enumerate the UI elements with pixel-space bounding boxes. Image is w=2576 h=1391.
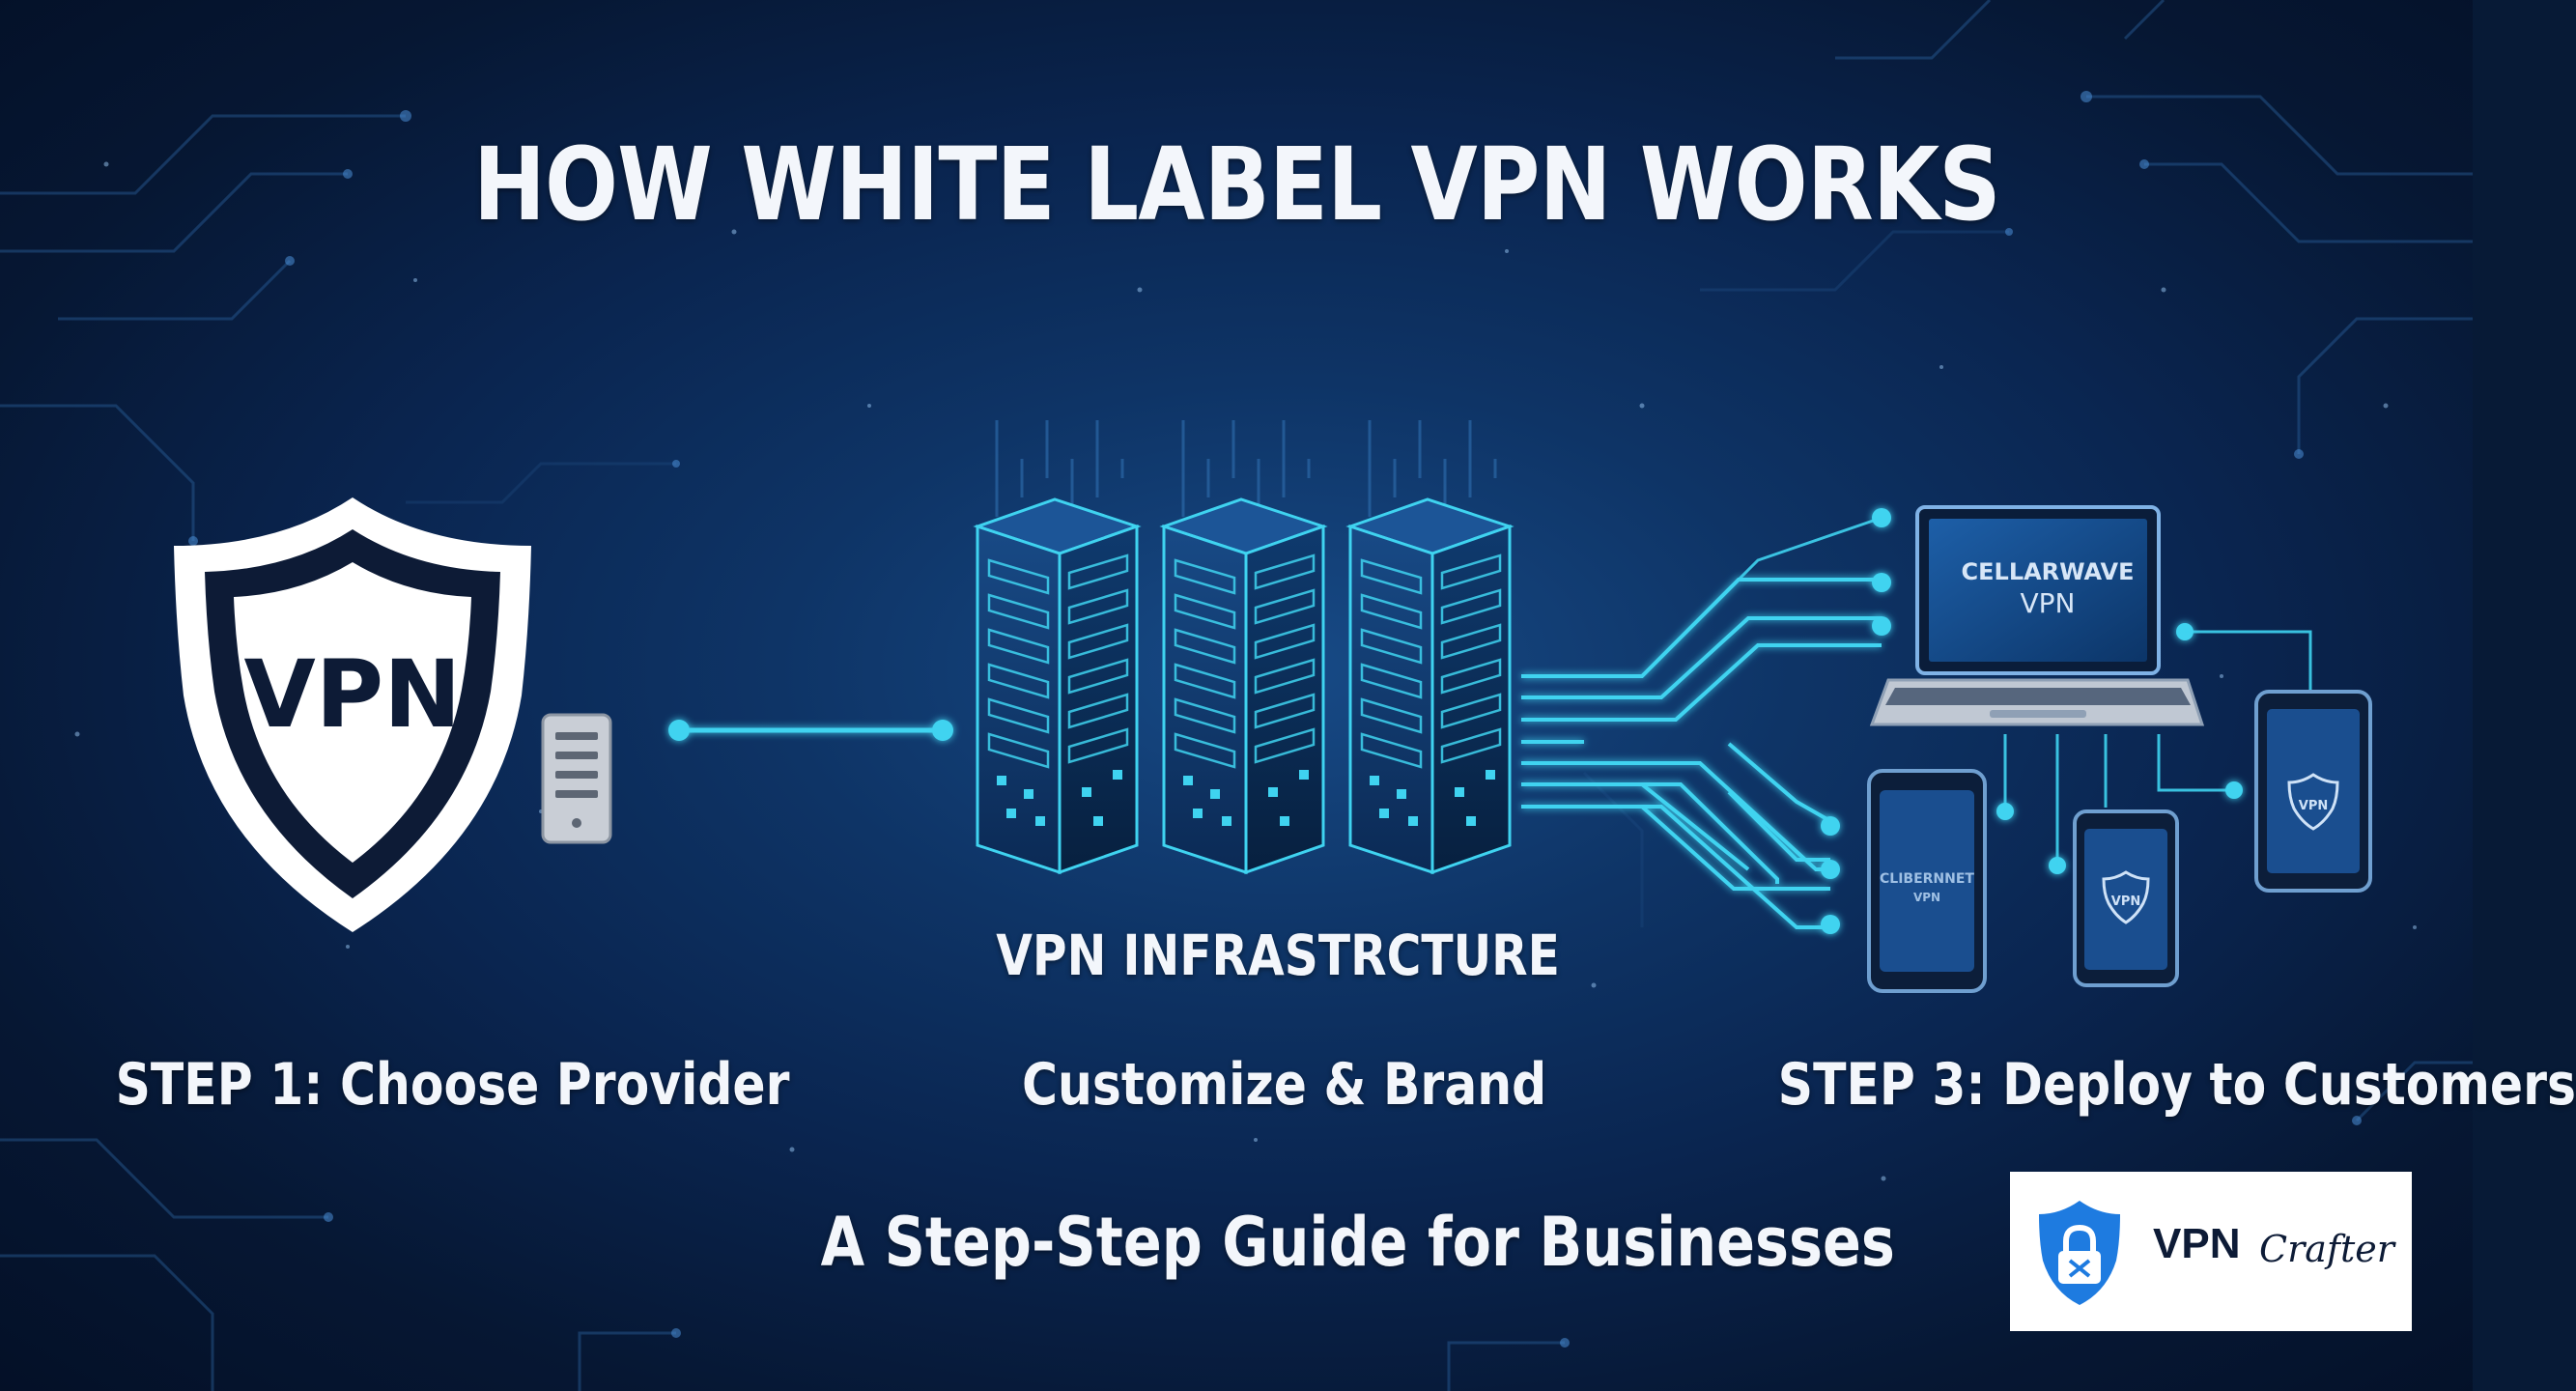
- phone-screen-title: CLIBERNNET: [1880, 871, 1974, 887]
- phone-shield-label: VPN: [2299, 799, 2328, 813]
- phone-device-icon: VPN: [2073, 809, 2179, 987]
- circuit-background: [0, 0, 2473, 1391]
- infrastructure-label: VPN INFRASTRCTURE: [996, 923, 1560, 988]
- phone-device-icon: VPN: [2254, 690, 2372, 893]
- provider-server-icon: [541, 713, 612, 844]
- brand-shield-lock-icon: [2039, 1201, 2120, 1305]
- device-branch-lines: [1640, 516, 2312, 866]
- step-1-label: STEP 1: Choose Provider: [115, 1051, 790, 1119]
- brand-name-bold: VPN: [2153, 1220, 2241, 1267]
- page-title: HOW WHITE LABEL VPN WORKS: [472, 126, 2001, 243]
- phone-screen-subtitle: VPN: [1912, 891, 1941, 904]
- diagram-graphics: VPN: [174, 420, 2372, 993]
- provider-connector: [668, 720, 953, 741]
- laptop-device-icon: [1869, 505, 2205, 726]
- step-2-label: Customize & Brand: [1022, 1051, 1547, 1119]
- server-rack-group: [973, 420, 1514, 875]
- shield-label: VPN: [244, 640, 462, 749]
- server-tower-icon: [1345, 420, 1514, 875]
- brand-logo: VPN Crafter: [2010, 1172, 2412, 1331]
- phone-device-icon: [1867, 769, 1987, 993]
- server-tower-icon: [1159, 420, 1328, 875]
- vpn-shield-icon: VPN: [174, 497, 531, 932]
- device-connectors: [1521, 578, 1882, 929]
- guide-subtitle: A Step-Step Guide for Businesses: [820, 1203, 1895, 1282]
- brand-name-script: Crafter: [2259, 1228, 2394, 1270]
- step-3-label: STEP 3: Deploy to Customers: [1777, 1051, 2576, 1119]
- laptop-screen-subtitle: VPN: [2020, 587, 2076, 619]
- server-tower-icon: [973, 420, 1142, 875]
- phone-shield-label: VPN: [2111, 894, 2140, 909]
- laptop-screen-title: CELLARWAVE: [1961, 558, 2135, 585]
